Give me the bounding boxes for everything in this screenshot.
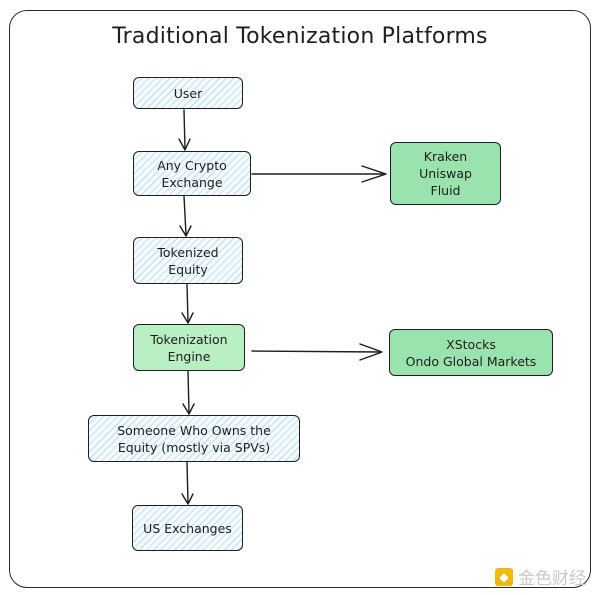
node-crypto-platforms-line-2: Uniswap bbox=[419, 166, 472, 181]
node-user: User bbox=[133, 77, 243, 109]
diagram-frame bbox=[9, 10, 591, 588]
node-tokenization-engine-line-2: Engine bbox=[167, 348, 211, 364]
diagram-title: Traditional Tokenization Platforms bbox=[112, 24, 488, 49]
watermark-text: 金色财经 bbox=[518, 569, 586, 589]
arrow-engine-to-stock-platforms bbox=[251, 343, 383, 361]
node-crypto-platforms-line-3: Fluid bbox=[430, 183, 461, 198]
node-us-exchanges: US Exchanges bbox=[132, 505, 243, 551]
arrow-engine-to-equity-owner bbox=[182, 370, 195, 415]
arrow-user-to-exchange bbox=[178, 109, 191, 151]
binance-logo-icon: ◆ bbox=[495, 567, 513, 586]
node-tokenized-equity-line-1: Tokenized bbox=[157, 244, 219, 260]
arrow-exchange-to-crypto-platforms bbox=[251, 165, 387, 183]
node-tokenization-engine: Tokenization Engine bbox=[133, 324, 245, 371]
node-user-line-1: User bbox=[173, 85, 203, 101]
node-tokenized-stock-platforms: XStocks Ondo Global Markets bbox=[389, 329, 553, 376]
node-equity-owner-line-1: Someone Who Owns the bbox=[117, 422, 271, 438]
node-tokenized-stock-platforms-line-1: XStocks bbox=[446, 336, 496, 352]
node-crypto-exchange-line-1: Any Crypto bbox=[157, 157, 227, 173]
node-us-exchanges-line-1: US Exchanges bbox=[143, 520, 232, 536]
arrow-tokenized-equity-to-engine bbox=[181, 283, 194, 324]
node-tokenized-equity: Tokenized Equity bbox=[133, 237, 243, 284]
node-crypto-exchange: Any Crypto Exchange bbox=[133, 151, 251, 196]
node-tokenization-engine-line-1: Tokenization bbox=[150, 331, 228, 347]
arrow-exchange-to-tokenized-equity bbox=[179, 195, 192, 237]
node-tokenized-stock-platforms-line-2: Ondo Global Markets bbox=[405, 353, 537, 369]
node-crypto-exchange-line-2: Exchange bbox=[161, 174, 223, 190]
watermark: ◆ 金色财经 bbox=[495, 564, 586, 589]
node-equity-owner-line-2: Equity (mostly via SPVs) bbox=[117, 439, 271, 455]
arrow-equity-owner-to-us-exchanges bbox=[181, 461, 194, 505]
node-crypto-platforms: Kraken Uniswap Fluid bbox=[390, 142, 501, 205]
node-crypto-platforms-line-1: Kraken bbox=[423, 149, 468, 164]
node-tokenized-equity-line-2: Equity bbox=[168, 261, 208, 277]
node-equity-owner: Someone Who Owns the Equity (mostly via … bbox=[88, 415, 300, 462]
